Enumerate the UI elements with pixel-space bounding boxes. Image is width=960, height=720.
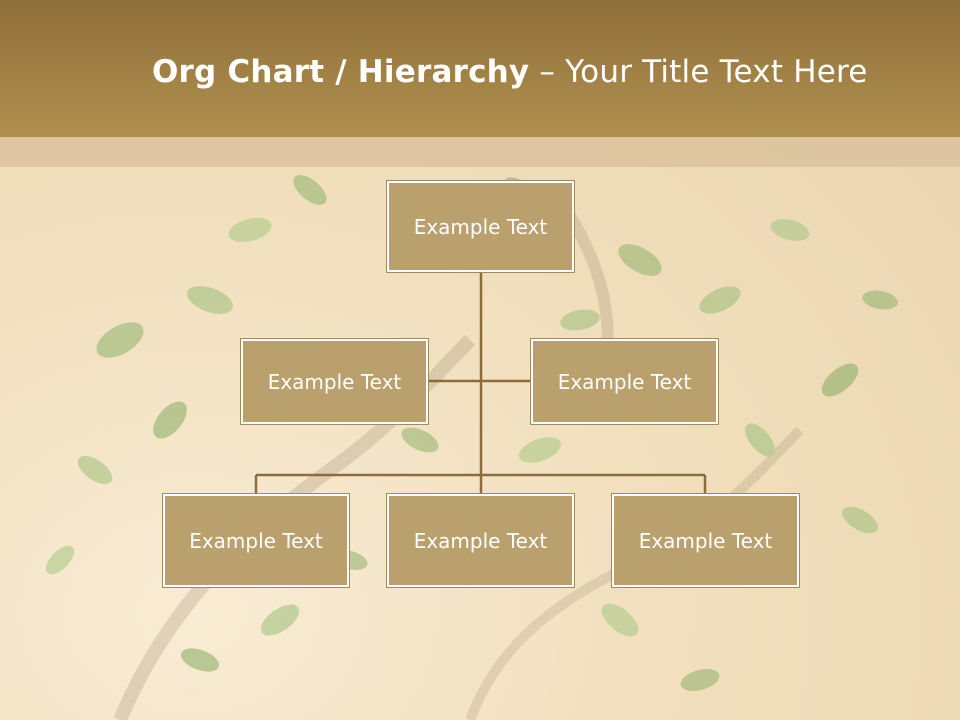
org-node-assistant-left[interactable]: Example Text [241, 339, 428, 424]
title-bold-part: Org Chart / Hierarchy [152, 54, 530, 90]
org-node-child-right[interactable]: Example Text [612, 494, 799, 587]
org-node-child-center[interactable]: Example Text [387, 494, 574, 587]
title-dash: – [539, 54, 556, 90]
title-placeholder-part: Your Title Text Here [565, 54, 868, 90]
title-underband [0, 137, 960, 167]
title-bar [0, 0, 960, 137]
slide-title[interactable]: Org Chart / Hierarchy – Your Title Text … [152, 54, 868, 90]
org-node-root[interactable]: Example Text [387, 181, 574, 272]
org-node-assistant-right[interactable]: Example Text [531, 339, 718, 424]
org-node-child-left[interactable]: Example Text [163, 494, 349, 587]
